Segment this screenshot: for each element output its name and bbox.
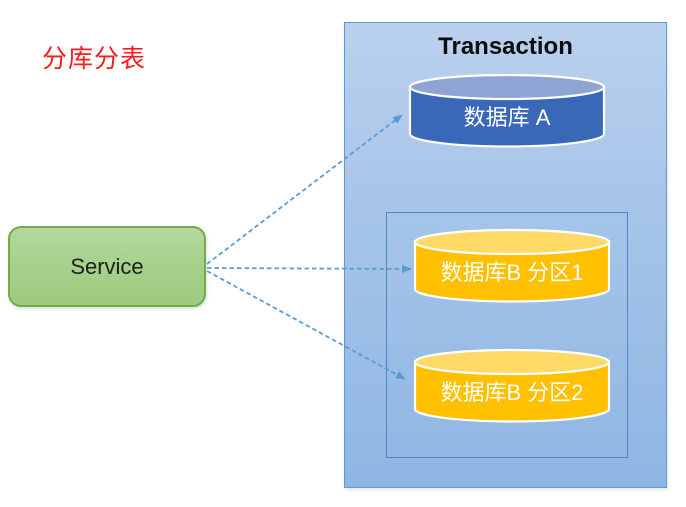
- database-b-partition-1-cylinder: 数据库B 分区1: [413, 228, 611, 303]
- cylinder-top: [413, 348, 611, 376]
- database-b-partition-2-cylinder: 数据库B 分区2: [413, 348, 611, 423]
- database-a-label: 数据库 A: [464, 105, 551, 130]
- cylinder-top: [408, 73, 606, 101]
- cylinder-body: [413, 240, 611, 303]
- diagram-title: 分库分表: [42, 45, 147, 73]
- database-a-cylinder: 数据库 A: [408, 73, 606, 148]
- database-b-partition-2-label: 数据库B 分区2: [440, 380, 583, 405]
- transaction-title: Transaction: [438, 33, 573, 60]
- cylinder-body: [413, 360, 611, 423]
- service-node: Service: [8, 226, 206, 307]
- cylinder-top: [413, 228, 611, 256]
- database-b-partition-1-label: 数据库B 分区1: [440, 260, 583, 285]
- partition-group: 数据库B 分区1 数据库B 分区2: [386, 212, 628, 458]
- cylinder-body: [408, 85, 606, 148]
- service-label: Service: [70, 253, 144, 279]
- transaction-group: Transaction 数据库 A 数据库B 分区1 数据库B 分区2: [344, 22, 667, 488]
